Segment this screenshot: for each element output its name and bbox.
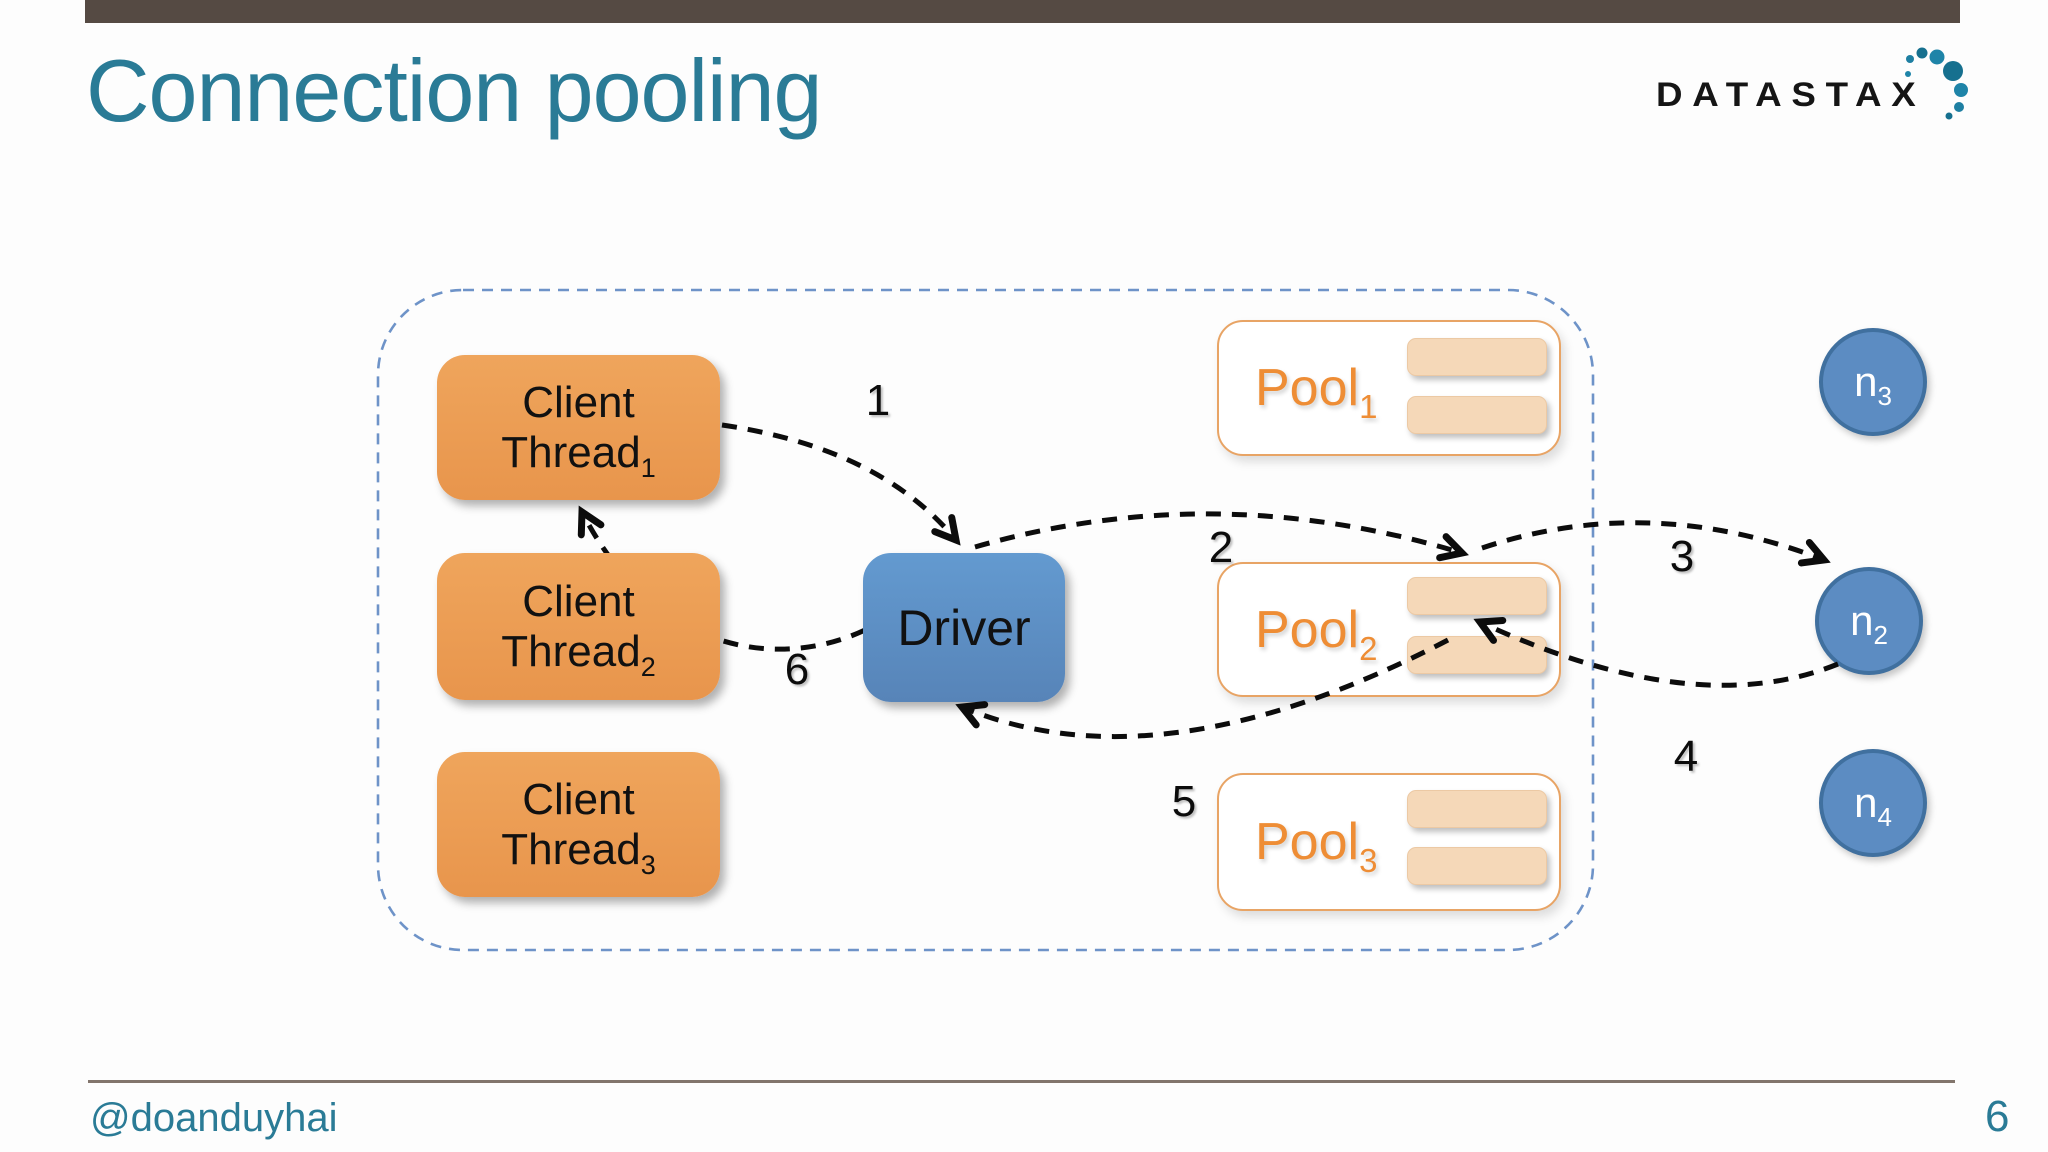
pool-label: Pool3 <box>1255 813 1378 879</box>
subscript: 4 <box>1877 802 1892 832</box>
client-thread-1-box: Client Thread1 <box>437 355 720 500</box>
node-n3: n3 <box>1819 328 1927 436</box>
node-n4: n4 <box>1819 749 1927 857</box>
subscript: 1 <box>640 452 656 483</box>
connection-slot <box>1407 790 1547 828</box>
page-number: 6 <box>1985 1092 2010 1141</box>
pool-1-box: Pool1 <box>1217 320 1561 456</box>
subscript: 2 <box>1359 629 1378 667</box>
driver-box: Driver <box>863 553 1065 702</box>
client-thread-label: Thread3 <box>501 824 656 880</box>
step-label-5: 5 <box>1171 777 1197 826</box>
subscript: 3 <box>1359 842 1378 879</box>
subscript: 2 <box>640 651 656 682</box>
driver-label: Driver <box>897 599 1031 656</box>
step-label-3: 3 <box>1669 532 1695 581</box>
client-thread-label: Thread1 <box>501 427 656 483</box>
client-thread-3-box: Client Thread3 <box>437 752 720 897</box>
pool-3-box: Pool3 <box>1217 773 1561 911</box>
node-label: n3 <box>1854 358 1892 411</box>
pool-2-box: Pool2 <box>1217 562 1561 697</box>
client-thread-2-box: Client Thread2 <box>437 553 720 700</box>
arrow-step-3 <box>1481 520 1831 567</box>
connection-slot <box>1407 577 1547 615</box>
pool-label: Pool1 <box>1255 359 1378 425</box>
client-thread-label: Client <box>522 378 635 428</box>
node-label: n2 <box>1850 597 1888 650</box>
connection-slot <box>1407 338 1547 376</box>
subscript: 3 <box>640 849 656 880</box>
step-label-6: 6 <box>784 645 810 694</box>
connection-slot <box>1407 847 1547 885</box>
node-n2: n2 <box>1815 567 1923 675</box>
pool-label: Pool2 <box>1255 600 1378 667</box>
datastax-dots-icon <box>1905 47 1968 120</box>
client-thread-label: Client <box>522 577 635 627</box>
step-label-1: 1 <box>865 376 891 425</box>
subscript: 3 <box>1877 381 1892 411</box>
footer-divider <box>88 1080 1955 1083</box>
footer-handle: @doanduyhai <box>90 1096 338 1140</box>
client-thread-label: Thread2 <box>501 626 656 682</box>
connection-slot <box>1407 636 1547 674</box>
top-accent-bar <box>85 0 1960 23</box>
connection-slot <box>1407 396 1547 434</box>
arrow-step-1 <box>721 422 961 546</box>
subscript: 1 <box>1359 388 1378 425</box>
page-title: Connection pooling <box>86 41 822 140</box>
client-thread-label: Client <box>522 775 635 825</box>
brand-logo: DATASTAX <box>1656 47 1968 120</box>
subscript: 2 <box>1873 620 1888 650</box>
step-label-2: 2 <box>1208 523 1234 572</box>
datastax-wordmark: DATASTAX <box>1656 76 1926 114</box>
step-label-4: 4 <box>1673 732 1699 781</box>
node-label: n4 <box>1854 779 1892 832</box>
